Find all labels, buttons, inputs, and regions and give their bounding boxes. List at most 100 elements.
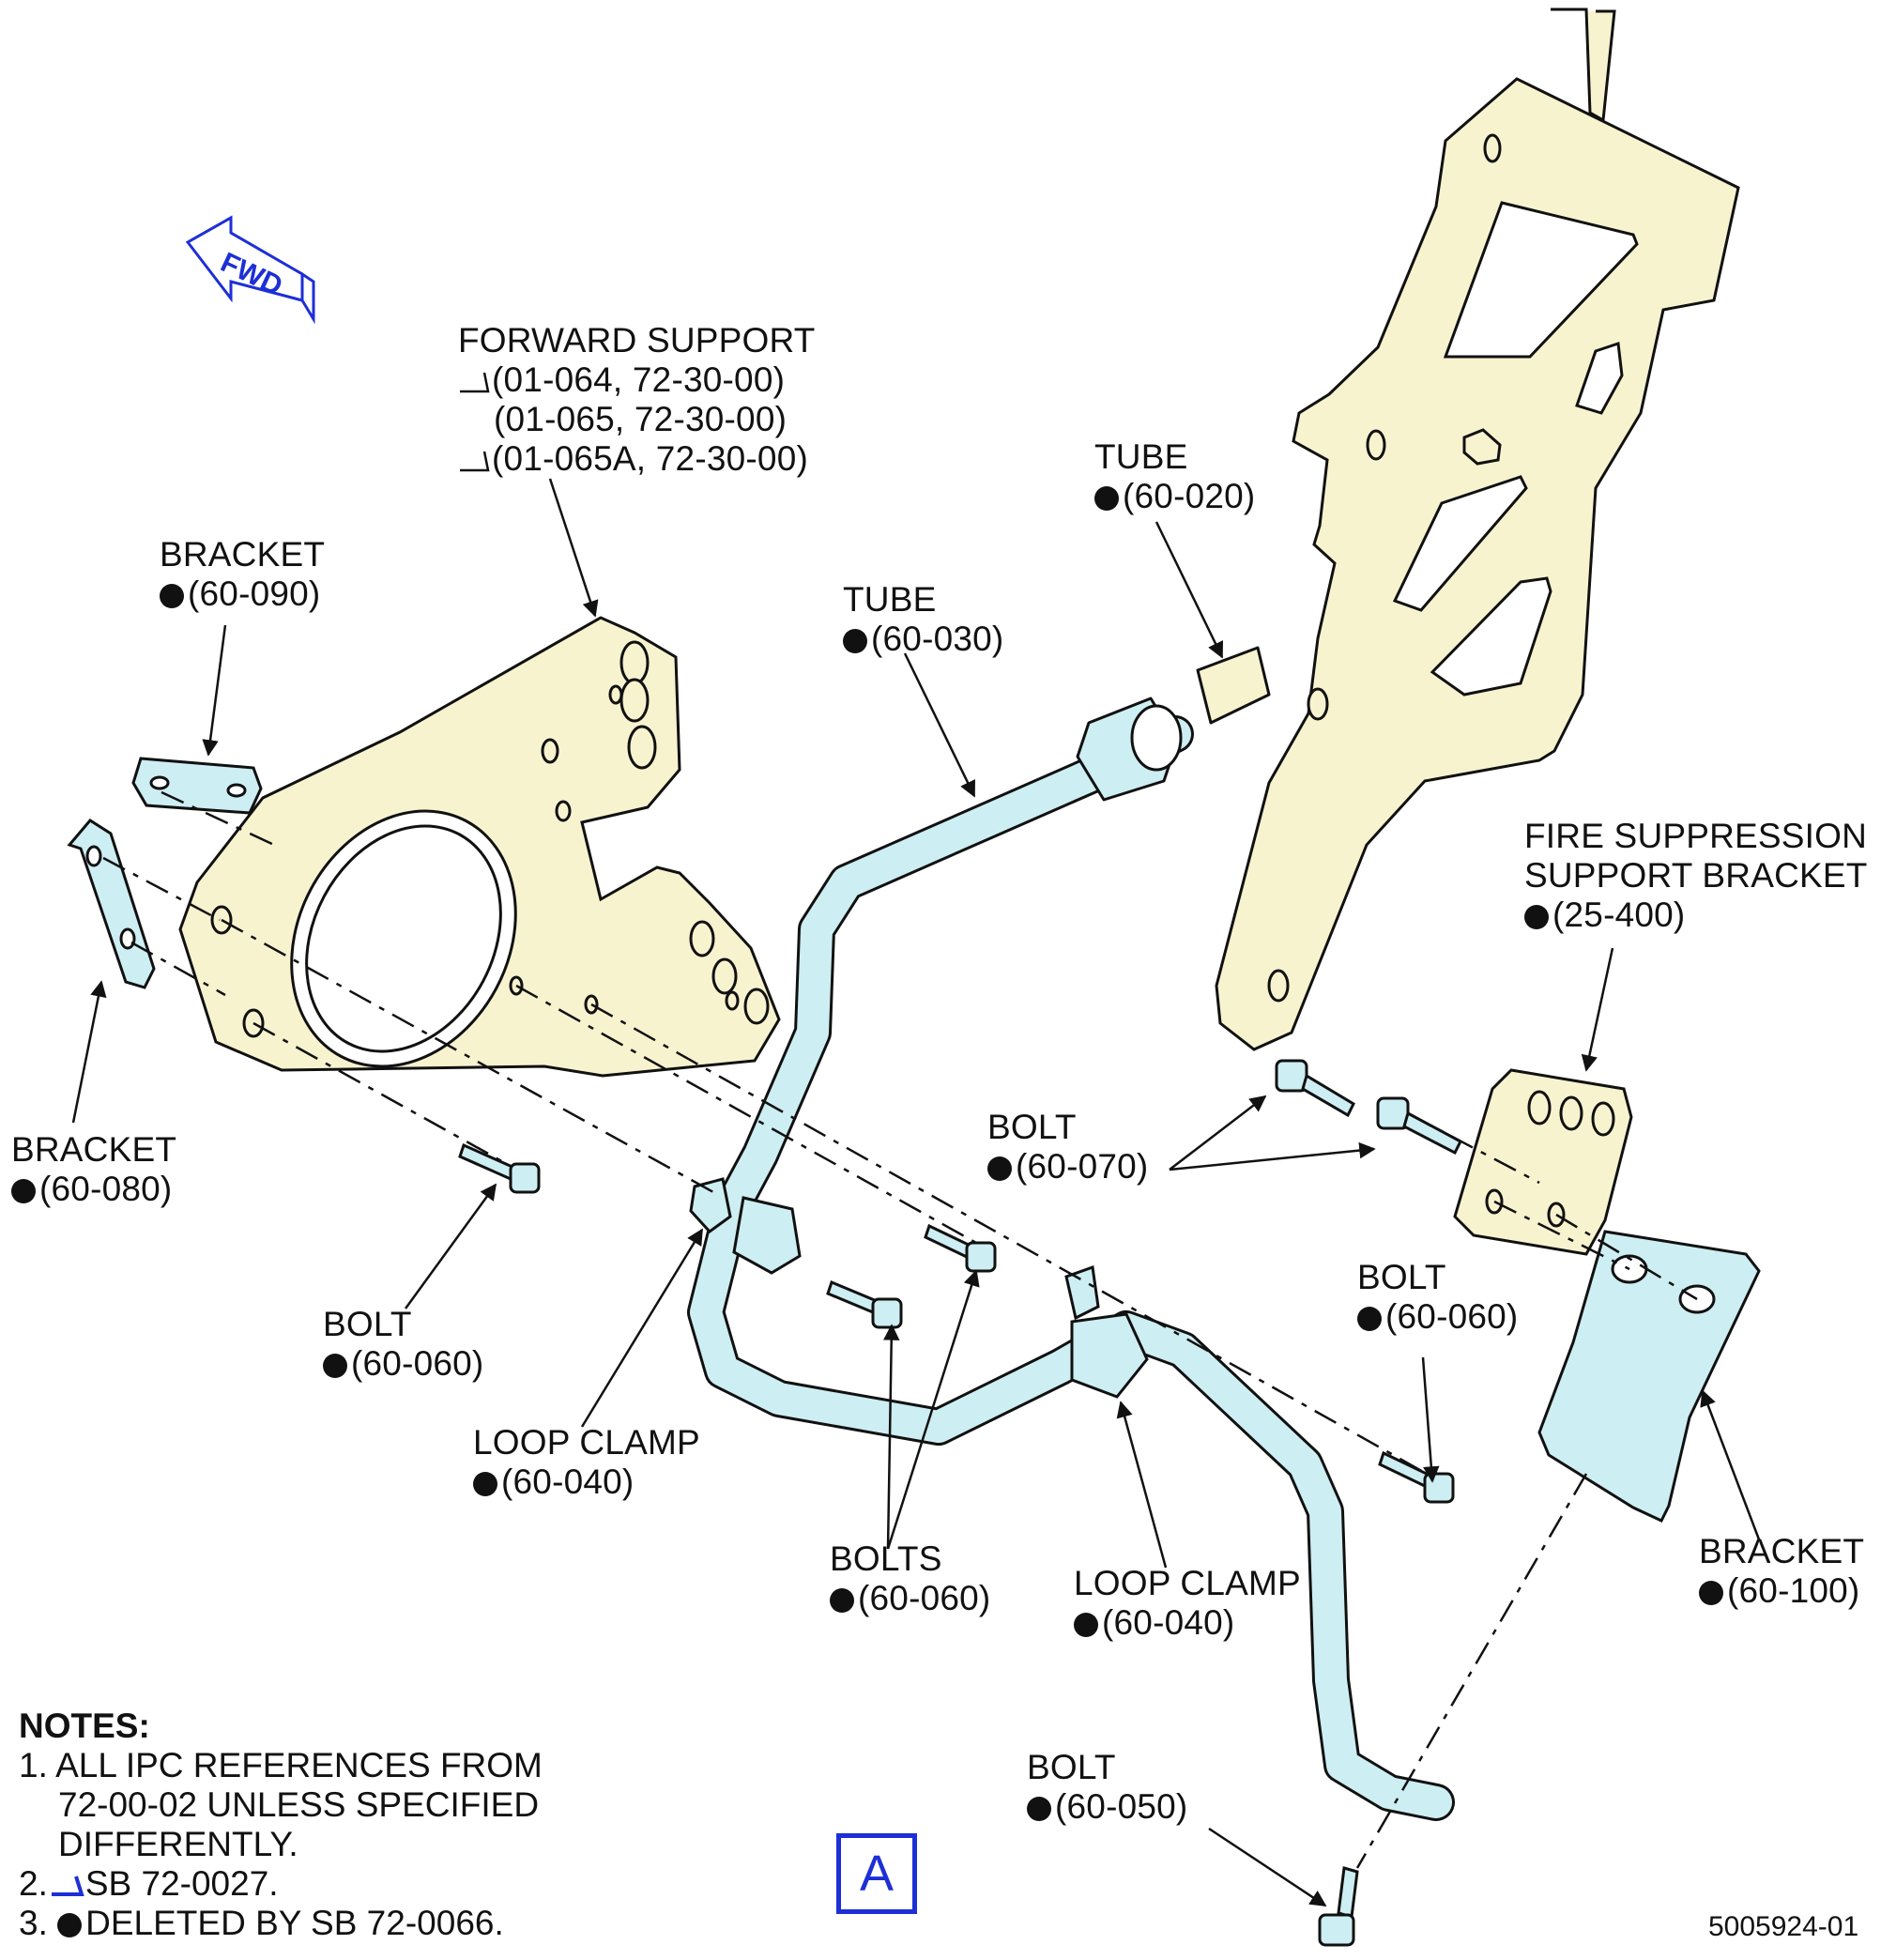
bolts-60-060-ref: (60-060)	[858, 1579, 991, 1617]
note-1-line-3: DIFFERENTLY.	[58, 1825, 298, 1863]
bracket-60-100-ref: (60-100)	[1727, 1571, 1860, 1610]
fire-suppression-ref-row: (25-400)	[1524, 896, 1868, 935]
bracket-60-090-title: BRACKET	[160, 535, 326, 574]
bracket-60-090-label: BRACKET (60-090)	[160, 535, 325, 614]
bolt-60-060-left-title: BOLT	[323, 1305, 412, 1343]
bolt-60-070-title: BOLT	[987, 1108, 1077, 1146]
bolt-60-060-left-label: BOLT (60-060)	[323, 1305, 483, 1384]
bolt-60-060-right-ref-row: (60-060)	[1357, 1297, 1518, 1337]
bracket-60-080-title: BRACKET	[11, 1130, 177, 1169]
forward-support-title: FORWARD SUPPORT	[458, 321, 816, 360]
sb-triangle-icon	[51, 1876, 84, 1896]
note-2-prefix: 2.	[19, 1864, 48, 1903]
note-3-prefix: 3.	[19, 1904, 48, 1942]
bracket-60-080-label: BRACKET (60-080)	[11, 1130, 176, 1209]
tube-60-020-label: TUBE (60-020)	[1094, 437, 1255, 516]
forward-support-ref-1: (01-064, 72-30-00)	[492, 360, 786, 399]
bolt-60-060-left-part	[458, 1142, 541, 1194]
bolt-60-060-right-title: BOLT	[1357, 1258, 1446, 1296]
loop-clamp-left-label: LOOP CLAMP (60-040)	[473, 1423, 700, 1502]
bolt-60-050-ref-row: (60-050)	[1027, 1787, 1187, 1827]
drawing-number: 5005924-01	[1708, 1911, 1859, 1942]
deleted-dot-icon	[1699, 1581, 1723, 1605]
bolt-60-070-ref-row: (60-070)	[987, 1147, 1148, 1187]
bolt-60-060-right-label: BOLT (60-060)	[1357, 1258, 1518, 1337]
deleted-dot-icon	[1524, 905, 1549, 929]
deleted-dot-icon	[57, 1913, 83, 1937]
tube-60-030-ref-row: (60-030)	[843, 620, 1003, 659]
notes-block: NOTES: 1. ALL IPC REFERENCES FROM 72-00-…	[19, 1707, 543, 1943]
assembly-centerlines	[102, 790, 1698, 1869]
callout-leader-lines	[71, 478, 1761, 1907]
bolt-60-060-left-ref: (60-060)	[351, 1344, 484, 1383]
loop-clamp-right-title: LOOP CLAMP	[1074, 1564, 1301, 1602]
bolt-60-050-title: BOLT	[1027, 1748, 1116, 1786]
loop-clamp-right-part	[1064, 1264, 1149, 1399]
bolt-60-070-label: BOLT (60-070)	[987, 1108, 1148, 1187]
loop-clamp-right-ref-row: (60-040)	[1074, 1603, 1301, 1643]
tube-60-020-ref: (60-020)	[1123, 477, 1256, 515]
bolt-60-050-ref: (60-050)	[1055, 1787, 1188, 1826]
deleted-dot-icon	[1074, 1613, 1098, 1637]
note-3: 3. DELETED BY SB 72-0066.	[19, 1904, 543, 1943]
loop-clamp-left-ref: (60-040)	[501, 1462, 635, 1501]
sb-triangle-icon	[460, 372, 490, 393]
fwd-arrow-icon: FWD	[185, 215, 315, 325]
bolts-60-060-ref-row: (60-060)	[830, 1579, 990, 1618]
bolt-60-060-left-ref-row: (60-060)	[323, 1344, 483, 1384]
tube-60-020-ref-row: (60-020)	[1094, 477, 1255, 516]
loop-clamp-left-title: LOOP CLAMP	[473, 1423, 700, 1462]
bracket-60-100-title: BRACKET	[1699, 1532, 1865, 1570]
tube-60-030-title: TUBE	[843, 580, 937, 619]
bracket-60-100-label: BRACKET (60-100)	[1699, 1532, 1864, 1611]
fire-suppression-title-2: SUPPORT BRACKET	[1524, 856, 1868, 895]
deleted-dot-icon	[160, 584, 184, 608]
bolt-60-070-b-part	[1376, 1096, 1462, 1156]
forward-support-ref-2: (01-065, 72-30-00)	[494, 400, 788, 438]
deleted-dot-icon	[473, 1472, 497, 1496]
bracket-60-090-ref: (60-090)	[188, 574, 321, 613]
forward-support-ref-row-1: (01-064, 72-30-00)	[458, 360, 816, 400]
forward-support-ref-row-2: (01-065, 72-30-00)	[458, 400, 816, 439]
upper-support-structure	[1215, 8, 1740, 1051]
bolts-60-060-title: BOLTS	[830, 1539, 942, 1578]
note-1-line-1: 1. ALL IPC REFERENCES FROM	[19, 1746, 543, 1784]
deleted-dot-icon	[987, 1156, 1012, 1181]
bolts-60-060-label: BOLTS (60-060)	[830, 1539, 990, 1618]
fire-suppression-bracket-label: FIRE SUPPRESSION SUPPORT BRACKET (25-400…	[1524, 817, 1868, 935]
tube-60-030-ref: (60-030)	[871, 620, 1004, 658]
loop-clamp-right-label: LOOP CLAMP (60-040)	[1074, 1564, 1301, 1643]
deleted-dot-icon	[830, 1588, 854, 1613]
bolt-60-060-right-part	[1378, 1450, 1455, 1504]
fire-suppression-bracket-part	[1453, 1068, 1633, 1256]
sb-triangle-icon	[460, 451, 490, 472]
forward-support-ref-3: (01-065A, 72-30-00)	[492, 439, 808, 478]
fire-suppression-ref: (25-400)	[1552, 896, 1686, 934]
forward-support-ref-row-3: (01-065A, 72-30-00)	[458, 439, 816, 479]
tube-assembly	[687, 646, 1455, 1821]
note-2: 2. SB 72-0027.	[19, 1864, 543, 1904]
deleted-dot-icon	[1094, 486, 1119, 511]
bracket-60-090-part	[131, 757, 263, 815]
note-1-line-2: 72-00-02 UNLESS SPECIFIED	[58, 1785, 540, 1824]
notes-heading: NOTES:	[19, 1707, 150, 1745]
bolt-60-050-part	[1318, 1866, 1359, 1947]
deleted-dot-icon	[323, 1354, 347, 1378]
bracket-60-100-part	[1537, 1230, 1761, 1523]
bracket-60-080-ref-row: (60-080)	[11, 1170, 176, 1209]
bolt-60-070-a-part	[1275, 1059, 1355, 1118]
bracket-60-100-ref-row: (60-100)	[1699, 1571, 1864, 1611]
deleted-dot-icon	[1357, 1307, 1382, 1331]
tube-60-030-label: TUBE (60-030)	[843, 580, 1003, 659]
deleted-dot-icon	[1027, 1797, 1051, 1821]
bolt-60-050-label: BOLT (60-050)	[1027, 1748, 1187, 1827]
bolt-60-070-ref: (60-070)	[1016, 1147, 1149, 1186]
bolt-60-060-center-a-part	[826, 1279, 903, 1329]
bracket-60-080-ref: (60-080)	[39, 1170, 173, 1208]
bracket-60-080-part	[67, 819, 156, 989]
note-2-text: SB 72-0027.	[84, 1864, 279, 1903]
loop-clamp-left-ref-row: (60-040)	[473, 1462, 700, 1502]
fire-suppression-title-1: FIRE SUPPRESSION	[1524, 817, 1868, 855]
bolt-60-060-center-b-part	[924, 1223, 997, 1273]
